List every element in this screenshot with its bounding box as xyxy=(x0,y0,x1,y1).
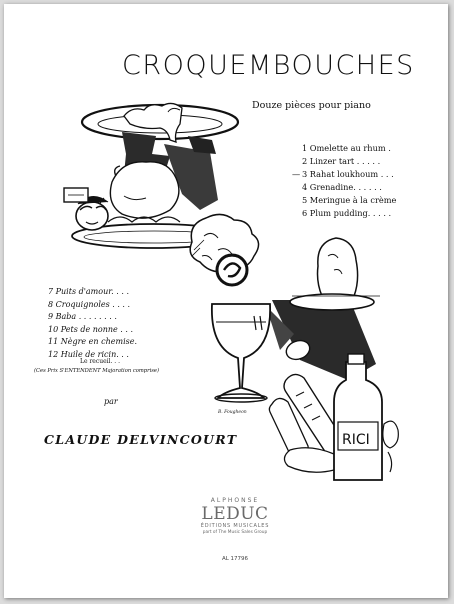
list-item: —3 Rahat loukhoum . . . xyxy=(292,169,394,179)
publisher-first-name: ALPHONSE xyxy=(210,497,260,504)
list-item: 2 Linzer tart . . . . . xyxy=(302,156,381,166)
recueil-note: Le recueil. . . xyxy=(80,358,121,365)
wine-glass xyxy=(211,303,271,399)
list-item: 7 Puits d'amour. . . . xyxy=(48,287,129,296)
list-item: 8 Croquignoles . . . . xyxy=(48,299,131,309)
publisher-group: part of The Music Sales Group xyxy=(202,530,268,535)
composer-name: CLAUDE DELVINCOURT xyxy=(44,432,238,447)
list-item: 11 Nègre en chemise. xyxy=(48,337,138,346)
emblem-circle xyxy=(215,253,249,287)
page-title: CROQUEMBOUCHES xyxy=(122,50,415,81)
bottle-label: RICI xyxy=(342,432,370,448)
mask-face xyxy=(75,201,109,231)
pieces-list-left: 7 Puits d'amour. . . . 8 Croquignoles . … xyxy=(48,286,168,361)
bottle xyxy=(333,361,383,481)
list-item: 12 Huile de ricin. . . xyxy=(48,349,129,359)
publisher-logo-name: LEDUC xyxy=(201,504,269,524)
list-item: 6 Plum pudding. . . . . xyxy=(302,208,392,218)
price-footnote: (Ces Prix S'ENTENDENT Majoration compris… xyxy=(34,368,159,374)
bottle-label-box xyxy=(337,421,379,451)
bread-loaf xyxy=(316,237,359,301)
illustrator-signature: B. Fougheon xyxy=(218,410,247,415)
score-cover-page: RICI CROQUEMBOUCHES Douze pièces pour pi… xyxy=(4,4,448,598)
list-item: 1 Omelette au rhum . xyxy=(302,143,391,153)
publisher-subtitle: ÉDITIONS MUSICALES xyxy=(200,523,270,529)
egg xyxy=(285,339,311,361)
roast-bird xyxy=(109,161,180,219)
page-subtitle: Douze pièces pour piano xyxy=(252,100,371,111)
list-item: 5 Meringue à la crème xyxy=(302,195,397,205)
pieces-list-right: 1 Omelette au rhum . 2 Linzer tart . . .… xyxy=(292,142,442,220)
par-label: par xyxy=(104,397,118,406)
catalog-number: AL 17796 xyxy=(221,556,249,562)
selected-dash-mark: — xyxy=(292,169,301,179)
bread-plate xyxy=(289,293,375,311)
list-item: 4 Grenadine. . . . . . xyxy=(302,182,382,192)
list-item: 9 Baba . . . . . . . . xyxy=(48,312,117,321)
cover-illustration: RICI xyxy=(63,102,399,481)
list-item: 10 Pets de nonne . . . xyxy=(48,324,134,334)
